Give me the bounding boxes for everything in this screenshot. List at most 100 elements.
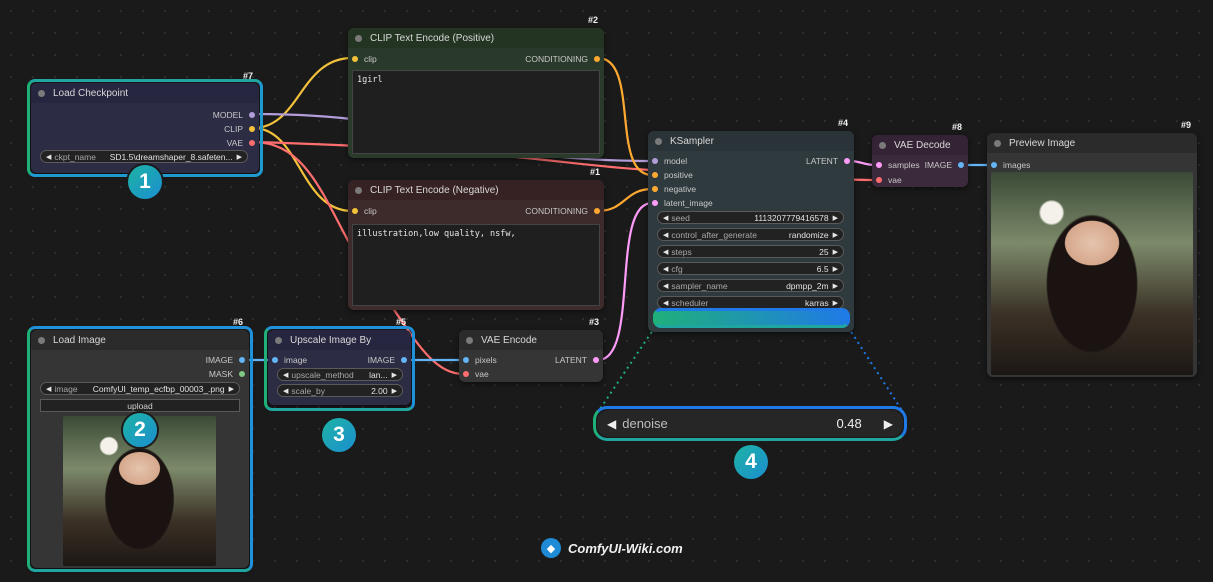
arrow-left-icon[interactable]: ◀: [663, 299, 669, 307]
vae-encode-node[interactable]: VAE Encode pixels LATENT vae: [459, 330, 603, 382]
negative-input-dot-icon[interactable]: [652, 186, 658, 192]
arrow-left-icon[interactable]: ◀: [663, 214, 669, 222]
conditioning-output-dot-icon[interactable]: [594, 208, 600, 214]
mask-output-dot-icon[interactable]: [239, 371, 245, 377]
output-model[interactable]: MODEL: [31, 108, 259, 122]
image-output-dot-icon[interactable]: [958, 162, 964, 168]
vae-input-dot-icon[interactable]: [463, 371, 469, 377]
upscale-image-title[interactable]: Upscale Image By: [268, 330, 411, 350]
output-image[interactable]: IMAGE: [31, 353, 249, 367]
collapse-dot-icon[interactable]: [275, 336, 282, 344]
vae-decode-node[interactable]: VAE Decode samples IMAGE vae: [872, 135, 968, 187]
collapse-dot-icon[interactable]: [879, 141, 886, 149]
arrow-right-icon[interactable]: ▶: [391, 387, 397, 395]
input-latent-image[interactable]: latent_image: [648, 196, 854, 210]
arrow-right-icon[interactable]: ▶: [883, 416, 893, 431]
load-image-node[interactable]: Load Image IMAGE MASK ◀ image ComfyUI_te…: [31, 330, 249, 568]
arrow-right-icon[interactable]: ▶: [832, 265, 838, 273]
latent-output-dot-icon[interactable]: [593, 357, 599, 363]
latent-output-dot-icon[interactable]: [844, 158, 850, 164]
arrow-right-icon[interactable]: ▶: [236, 153, 242, 161]
image-output-dot-icon[interactable]: [401, 357, 407, 363]
image-file-combo[interactable]: ◀ image ComfyUI_temp_ecfbp_00003_.png ▶: [40, 382, 240, 395]
upscale-image-node[interactable]: Upscale Image By image IMAGE ◀ upscale_m…: [268, 330, 411, 405]
arrow-left-icon[interactable]: ◀: [663, 315, 669, 323]
arrow-left-icon[interactable]: ◀: [607, 416, 617, 431]
positive-prompt-textarea[interactable]: 1girl: [352, 70, 600, 154]
load-checkpoint-node[interactable]: Load Checkpoint MODEL CLIP VAE ◀ ckpt_na…: [31, 83, 259, 173]
collapse-dot-icon[interactable]: [994, 139, 1001, 147]
pixels-input-dot-icon[interactable]: [463, 357, 469, 363]
clip-input-dot-icon[interactable]: [352, 208, 358, 214]
arrow-left-icon[interactable]: ◀: [663, 248, 669, 256]
samples-input-dot-icon[interactable]: [876, 162, 882, 168]
load-checkpoint-title[interactable]: Load Checkpoint: [31, 83, 259, 103]
ksampler-node[interactable]: KSampler model LATENT positive negative …: [648, 131, 854, 332]
arrow-left-icon[interactable]: ◀: [46, 153, 52, 161]
steps-widget[interactable]: ◀ steps 25 ▶: [657, 245, 844, 258]
input-clip[interactable]: clip CONDITIONING: [348, 204, 604, 218]
load-image-title[interactable]: Load Image: [31, 330, 249, 350]
upscale-method-combo[interactable]: ◀ upscale_method lan... ▶: [277, 368, 403, 381]
input-image[interactable]: image IMAGE: [268, 353, 411, 367]
collapse-dot-icon[interactable]: [355, 186, 362, 194]
vae-encode-title[interactable]: VAE Encode: [459, 330, 603, 350]
clip-negative-title[interactable]: CLIP Text Encode (Negative): [348, 180, 604, 200]
control-after-generate-widget[interactable]: ◀ control_after_generate randomize ▶: [657, 228, 844, 241]
arrow-left-icon[interactable]: ◀: [46, 385, 52, 393]
latent-input-dot-icon[interactable]: [652, 200, 658, 206]
preview-image-title[interactable]: Preview Image: [987, 133, 1197, 153]
clip-negative-node[interactable]: CLIP Text Encode (Negative) clip CONDITI…: [348, 180, 604, 310]
preview-image-node[interactable]: Preview Image images: [987, 133, 1197, 377]
seed-widget[interactable]: ◀ seed 1113207779416578 ▶: [657, 211, 844, 224]
input-negative[interactable]: negative: [648, 182, 854, 196]
clip-input-dot-icon[interactable]: [352, 56, 358, 62]
arrow-right-icon[interactable]: ▶: [832, 282, 838, 290]
collapse-dot-icon[interactable]: [466, 336, 473, 344]
input-vae[interactable]: vae: [459, 367, 603, 381]
arrow-left-icon[interactable]: ◀: [663, 231, 669, 239]
arrow-right-icon[interactable]: ▶: [832, 231, 838, 239]
clip-positive-node[interactable]: CLIP Text Encode (Positive) clip CONDITI…: [348, 28, 604, 158]
clip-output-dot-icon[interactable]: [249, 126, 255, 132]
arrow-right-icon[interactable]: ▶: [228, 385, 234, 393]
input-positive[interactable]: positive: [648, 168, 854, 182]
vae-output-dot-icon[interactable]: [249, 140, 255, 146]
arrow-left-icon[interactable]: ◀: [663, 282, 669, 290]
input-vae[interactable]: vae: [872, 173, 968, 187]
input-samples[interactable]: samples IMAGE: [872, 158, 968, 172]
sampler-name-widget[interactable]: ◀ sampler_name dpmpp_2m ▶: [657, 279, 844, 292]
vae-input-dot-icon[interactable]: [876, 177, 882, 183]
arrow-right-icon[interactable]: ▶: [832, 315, 838, 323]
arrow-right-icon[interactable]: ▶: [391, 371, 397, 379]
model-input-dot-icon[interactable]: [652, 158, 658, 164]
zoom-denoise-widget[interactable]: ◀ denoise 0.48 ▶: [597, 410, 903, 437]
cfg-widget[interactable]: ◀ cfg 6.5 ▶: [657, 262, 844, 275]
conditioning-output-dot-icon[interactable]: [594, 56, 600, 62]
output-vae[interactable]: VAE: [31, 136, 259, 150]
model-output-dot-icon[interactable]: [249, 112, 255, 118]
image-input-dot-icon[interactable]: [272, 357, 278, 363]
output-mask[interactable]: MASK: [31, 367, 249, 381]
ksampler-title[interactable]: KSampler: [648, 131, 854, 151]
upload-button[interactable]: upload: [40, 399, 240, 412]
vae-decode-title[interactable]: VAE Decode: [872, 135, 968, 155]
collapse-dot-icon[interactable]: [38, 89, 45, 97]
arrow-left-icon[interactable]: ◀: [663, 265, 669, 273]
collapse-dot-icon[interactable]: [355, 34, 362, 42]
arrow-left-icon[interactable]: ◀: [283, 387, 289, 395]
clip-positive-title[interactable]: CLIP Text Encode (Positive): [348, 28, 604, 48]
collapse-dot-icon[interactable]: [38, 336, 45, 344]
arrow-left-icon[interactable]: ◀: [283, 371, 289, 379]
denoise-widget[interactable]: ◀ denoise 0.48 ▶: [657, 312, 844, 325]
input-pixels[interactable]: pixels LATENT: [459, 353, 603, 367]
input-model[interactable]: model LATENT: [648, 154, 854, 168]
arrow-right-icon[interactable]: ▶: [832, 214, 838, 222]
ckpt-name-combo[interactable]: ◀ ckpt_name SD1.5\dreamshaper_8.safeten.…: [40, 150, 248, 163]
output-clip[interactable]: CLIP: [31, 122, 259, 136]
negative-prompt-textarea[interactable]: illustration,low quality, nsfw,: [352, 224, 600, 306]
scale-by-widget[interactable]: ◀ scale_by 2.00 ▶: [277, 384, 403, 397]
scheduler-widget[interactable]: ◀ scheduler karras ▶: [657, 296, 844, 309]
arrow-right-icon[interactable]: ▶: [832, 248, 838, 256]
positive-input-dot-icon[interactable]: [652, 172, 658, 178]
